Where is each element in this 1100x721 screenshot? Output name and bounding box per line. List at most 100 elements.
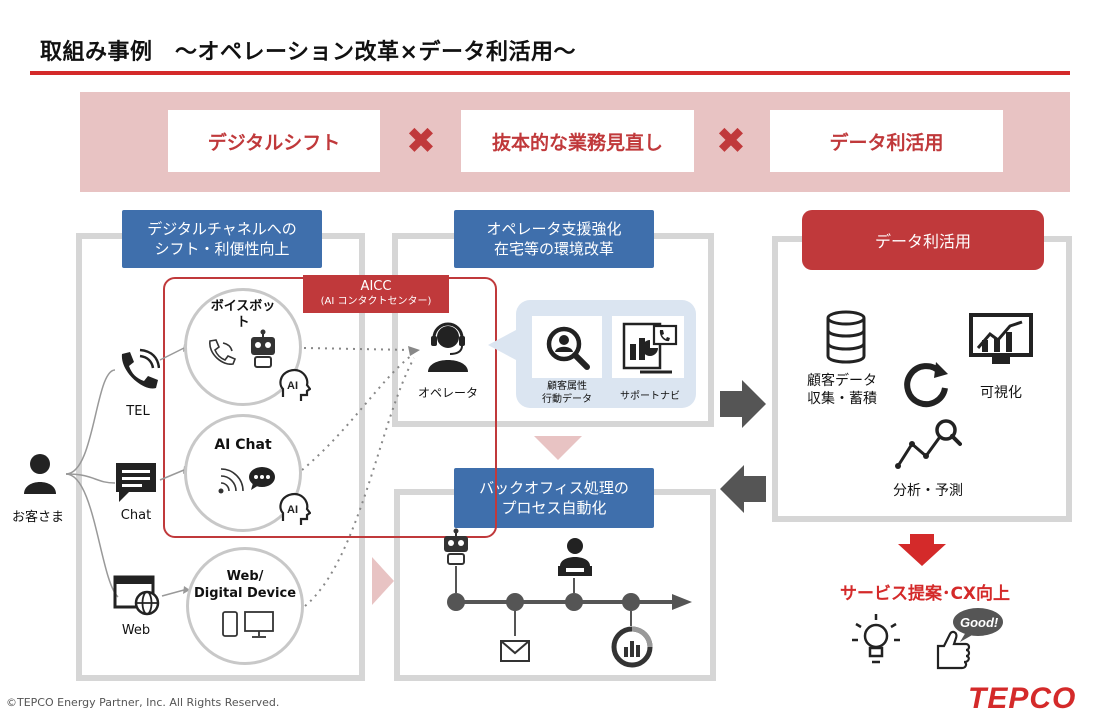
support-pointer — [488, 330, 516, 360]
tepco-logo: TEPCO — [968, 682, 1077, 715]
voicebot-title-line: ト — [236, 315, 250, 330]
collect-label: 顧客データ 収集・蓄積 — [794, 372, 890, 408]
visualize-label: 可視化 — [980, 385, 1022, 401]
dotted-aichat-operator — [301, 354, 413, 471]
connector-web-device — [161, 589, 185, 597]
label-line: 行動データ — [542, 394, 592, 405]
left-block-arrow — [720, 465, 766, 513]
label-line: バックオフィス処理の — [479, 479, 629, 497]
magnifier-user-icon — [546, 326, 590, 370]
robot-icon — [251, 329, 275, 368]
back-office-label: バックオフィス処理の プロセス自動化 — [454, 468, 654, 528]
ai-head-icon: AI — [279, 493, 311, 525]
thumbs-up-good-icon: Good! — [936, 608, 1003, 670]
label-line: 収集・蓄積 — [807, 391, 877, 407]
process-node — [622, 593, 640, 611]
ai-chat-title: AI Chat — [214, 437, 272, 453]
web-device-title: Web/ Digital Device — [189, 568, 301, 602]
visualization-monitor-icon — [969, 313, 1033, 364]
connector-tel-bot — [159, 347, 185, 361]
process-arrowhead — [672, 594, 692, 610]
report-chart-icon — [611, 626, 653, 668]
data-panel — [772, 236, 1072, 522]
support-navi-label: サポートナビ — [620, 391, 680, 402]
support-navi-card — [612, 316, 684, 378]
web-icon — [113, 575, 160, 616]
theme-data-utilization: データ利活用 — [770, 110, 1003, 172]
arrowhead — [183, 586, 190, 594]
web-label: Web — [121, 623, 151, 638]
analyze-label: 分析・予測 — [893, 483, 963, 499]
web-device-title-line: Digital Device — [193, 586, 297, 601]
voicebot-title-line: ボイスボッ — [210, 299, 276, 314]
operator-headset-icon — [428, 322, 468, 372]
ai-badge-text: AI — [287, 380, 298, 392]
customer-attr-label: 顧客属性 行動データ — [530, 380, 604, 406]
good-badge-text: Good! — [960, 615, 999, 630]
channel-panel-label: デジタルチャネルへの シフト・利便性向上 — [122, 210, 322, 268]
page-title: 取組み事例 ～オペレーション改革×データ利活用～ — [40, 40, 576, 65]
process-node — [565, 593, 583, 611]
label-line: オペレータ支援強化 — [486, 220, 622, 238]
tel-label: TEL — [126, 404, 150, 419]
robot-icon — [444, 528, 468, 565]
operator-label: オペレータ — [417, 386, 478, 400]
label-line: 顧客データ — [807, 373, 877, 389]
chat-bubble-icon — [249, 467, 275, 490]
signal-icon — [218, 468, 244, 494]
label-line: シフト・利便性向上 — [154, 240, 290, 258]
database-icon — [826, 310, 866, 364]
web-device-title-line: Web/ — [226, 569, 264, 584]
ai-badge-text: AI — [287, 504, 298, 516]
connector-chat-ai — [159, 469, 185, 481]
aicc-title: AICC — [360, 279, 392, 294]
data-panel-label: データ利活用 — [802, 210, 1044, 270]
connector-web — [65, 473, 119, 598]
voicebot-circle: ボイスボッ ト AI — [184, 288, 311, 406]
right-block-arrow — [720, 380, 766, 428]
arrowhead — [408, 346, 420, 356]
dotted-web-operator — [304, 357, 415, 607]
process-node — [506, 593, 524, 611]
theme-business-review: 抜本的な業務見直し — [461, 110, 694, 172]
theme-digital-shift: デジタルシフト — [168, 110, 380, 172]
title-divider — [30, 71, 1070, 75]
copyright-text: ©TEPCO Energy Partner, Inc. All Rights R… — [6, 696, 280, 709]
red-down-arrow — [898, 534, 946, 566]
devices-icon — [222, 611, 274, 638]
right-triangle-icon — [372, 557, 394, 605]
operator-panel-label: オペレータ支援強化 在宅等の環境改革 — [454, 210, 654, 268]
voicebot-title: ボイスボッ ト — [187, 299, 299, 331]
phone-outline-icon — [209, 339, 237, 365]
support-navi-icon — [622, 322, 678, 374]
mail-icon — [500, 640, 530, 662]
dotted-voicebot-operator — [303, 347, 413, 351]
label-line: デジタルチャネルへの — [147, 220, 297, 238]
connector-tel — [65, 369, 116, 475]
phone-icon — [121, 348, 160, 389]
lightbulb-icon — [852, 614, 900, 664]
times-icon: ✖ — [405, 121, 437, 162]
refresh-cycle-icon — [904, 362, 948, 408]
web-device-circle: Web/ Digital Device — [186, 547, 304, 665]
customer-label: お客さま — [11, 510, 64, 525]
times-icon: ✖ — [715, 121, 747, 162]
process-node — [447, 593, 465, 611]
office-worker-icon — [558, 538, 592, 576]
ai-head-icon: AI — [279, 369, 311, 401]
aicc-subtitle: (AI コンタクトセンター) — [320, 296, 432, 307]
customer-icon — [24, 454, 56, 494]
label-line: プロセス自動化 — [501, 499, 607, 517]
service-proposal-text: サービス提案･CX向上 — [839, 584, 1011, 604]
down-triangle-icon — [534, 436, 582, 460]
aicc-label: AICC (AI コンタクトセンター) — [303, 275, 449, 313]
label-line: 在宅等の環境改革 — [493, 240, 614, 258]
connector-chat — [65, 473, 116, 484]
chat-icon — [116, 463, 156, 502]
ai-chat-circle: AI Chat AI — [184, 414, 311, 532]
chat-label: Chat — [120, 508, 152, 523]
label-line: 顧客属性 — [547, 381, 587, 392]
analytics-card — [532, 316, 602, 378]
analysis-icon — [895, 419, 962, 469]
